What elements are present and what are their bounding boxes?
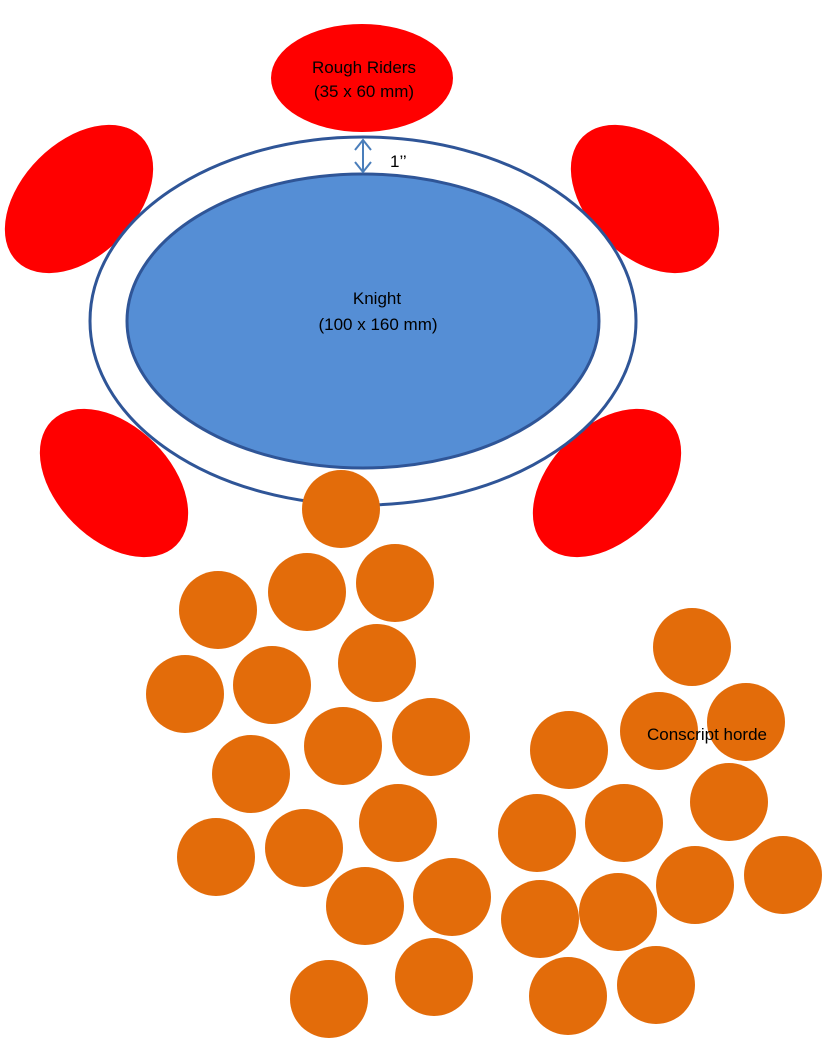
conscript-base [338, 624, 416, 702]
rough-rider-base-top-right [570, 124, 720, 274]
conscript-base [233, 646, 311, 724]
conscript-base [212, 735, 290, 813]
rough-rider-base-top [271, 24, 453, 132]
conscript-base [656, 846, 734, 924]
conscript-horde-label: Conscript horde [647, 725, 767, 744]
conscript-base [146, 655, 224, 733]
conscript-base [620, 692, 698, 770]
conscript-base [179, 571, 257, 649]
conscript-base [579, 873, 657, 951]
knight-size-label: (100 x 160 mm) [318, 315, 437, 334]
conscript-base [302, 470, 380, 548]
conscript-base [265, 809, 343, 887]
conscript-base [413, 858, 491, 936]
conscript-base [530, 711, 608, 789]
conscript-base [707, 683, 785, 761]
conscript-base [653, 608, 731, 686]
conscript-base [617, 946, 695, 1024]
conscript-base [395, 938, 473, 1016]
rough-riders-group [4, 24, 720, 558]
gap-label: 1’’ [390, 152, 407, 171]
rough-riders-name-label: Rough Riders [312, 58, 416, 77]
conscript-base [501, 880, 579, 958]
conscript-base [326, 867, 404, 945]
rough-rider-base-bottom-right [532, 408, 682, 558]
conscript-base [392, 698, 470, 776]
conscript-base [304, 707, 382, 785]
knight-base [125, 172, 601, 470]
conscript-base [290, 960, 368, 1038]
conscript-base [744, 836, 822, 914]
conscript-base [690, 763, 768, 841]
knight-name-label: Knight [353, 289, 401, 308]
gap-arrow [354, 138, 372, 174]
rough-riders-size-label: (35 x 60 mm) [314, 82, 414, 101]
conscript-horde-group [146, 470, 822, 1038]
conscript-base [268, 553, 346, 631]
conscript-base [585, 784, 663, 862]
conscript-base [356, 544, 434, 622]
conscript-base [498, 794, 576, 872]
rough-rider-base-top-left [4, 124, 154, 274]
conscript-base [529, 957, 607, 1035]
conscript-base [177, 818, 255, 896]
conscript-base [359, 784, 437, 862]
rough-rider-base-bottom-left [39, 408, 189, 558]
